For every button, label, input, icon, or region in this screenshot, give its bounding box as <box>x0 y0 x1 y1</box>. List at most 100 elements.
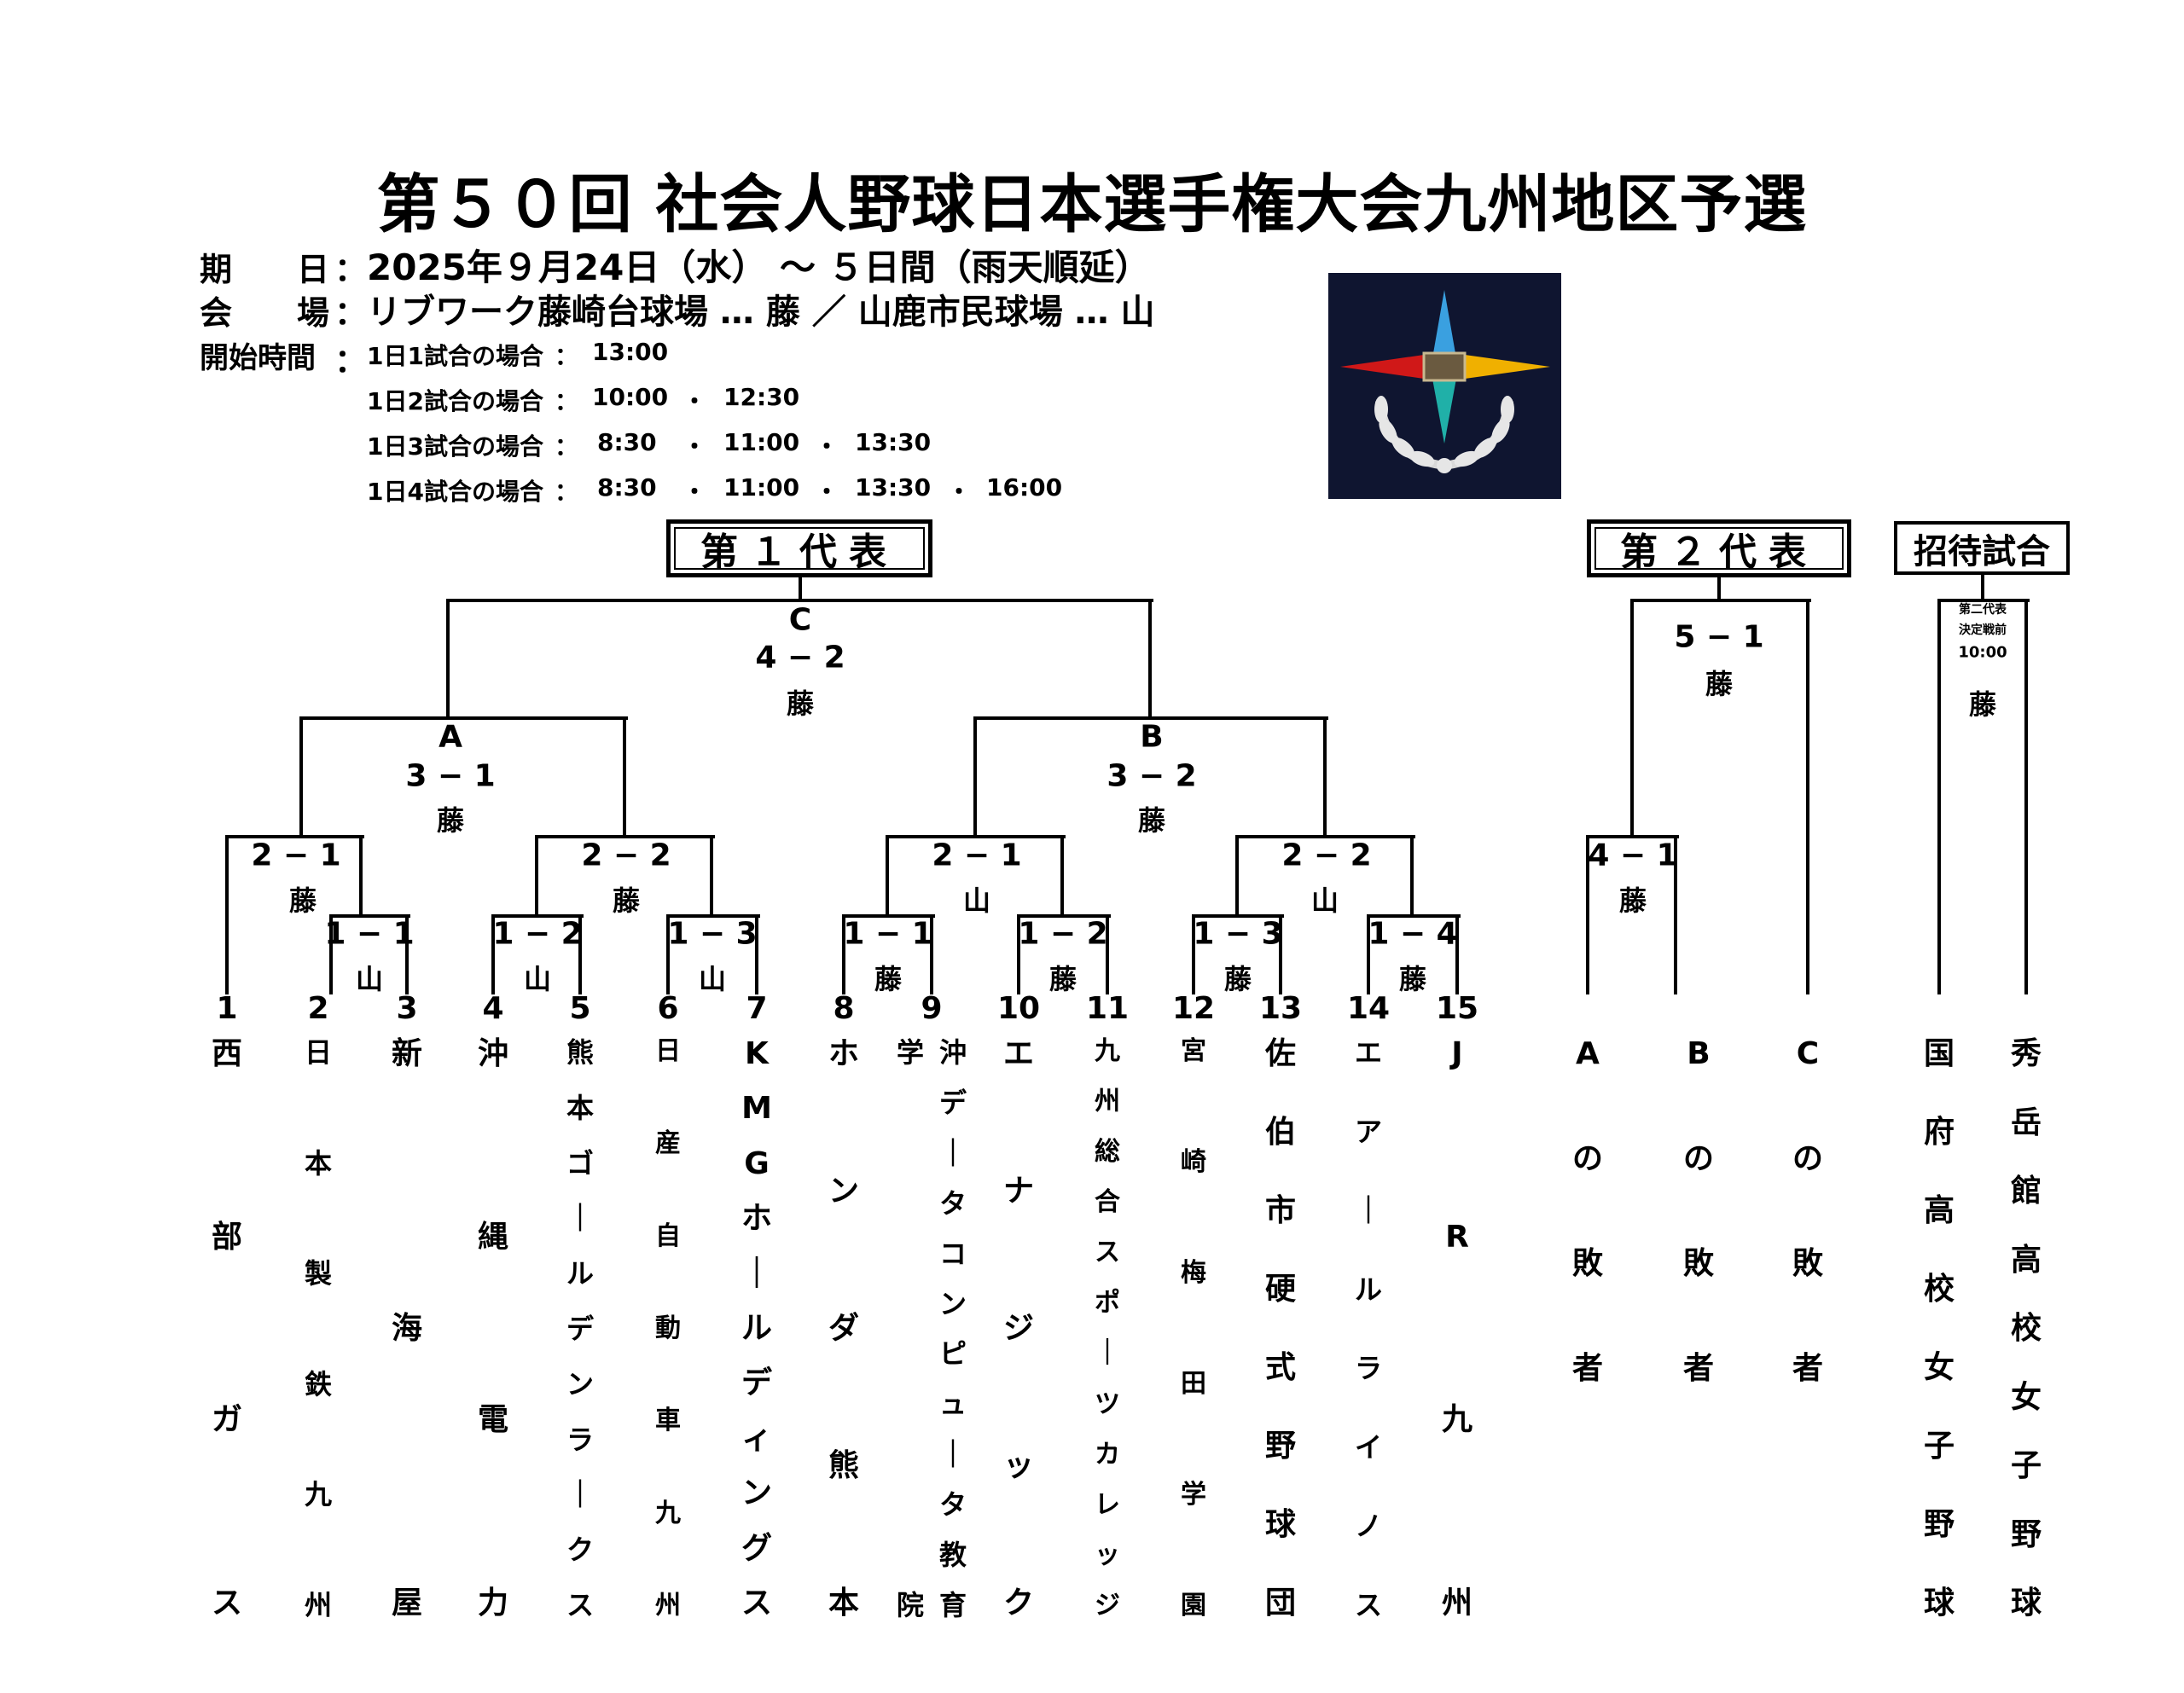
second-representative-header: 第２代表 <box>1587 519 1851 577</box>
team-name: 沖デ｜タコンピュ｜タ教育 <box>938 1036 967 1621</box>
match-venue: 山 <box>1310 884 1339 917</box>
venue-label: 会 場 <box>200 294 330 332</box>
first-representative-label: 第１代表 <box>674 527 925 574</box>
team-name: 沖縄電力 <box>477 1036 509 1621</box>
bracket-line <box>359 835 363 918</box>
bracket-line <box>1106 914 1109 994</box>
date-label: 期 日 <box>200 251 330 288</box>
match-venue: 藤 <box>1223 963 1252 995</box>
schedule-time: 16:00 <box>986 473 1063 502</box>
team-name: 日産自動車九州 <box>655 1036 681 1621</box>
match-venue: 藤 <box>288 884 317 917</box>
match-score: 4 − 2 <box>755 640 845 675</box>
bracket-line <box>491 914 495 994</box>
schedule-time: 8:30 <box>597 473 657 502</box>
bracket-line <box>710 835 713 918</box>
bracket-line <box>329 914 410 918</box>
match-score: 1 − 2 <box>492 916 583 952</box>
team-number: 5 <box>569 991 591 1026</box>
bracket-line <box>535 835 715 838</box>
bracket-line <box>842 914 935 918</box>
colon: ： <box>555 387 579 415</box>
team-number: 4 <box>482 991 504 1026</box>
bracket-line <box>1060 835 1064 918</box>
schedule-time: 12:30 <box>723 383 800 411</box>
bracket-line <box>2024 599 2028 994</box>
colon: ： <box>555 478 579 506</box>
match-venue: 山 <box>962 884 991 917</box>
schedule-time: 13:30 <box>855 473 932 502</box>
team-number: 8 <box>833 991 855 1026</box>
team-name: エア｜ルライノス <box>1354 1036 1383 1621</box>
match-score: 1 − 1 <box>843 916 933 952</box>
team-number: 13 <box>1258 991 1303 1026</box>
bracket-line <box>842 914 845 994</box>
bracket-line <box>299 716 303 838</box>
team-name: エナジック <box>1002 1036 1035 1621</box>
match-venue: 藤 <box>1968 688 1997 721</box>
bracket-line <box>1586 835 1589 994</box>
team-name: 熊本ゴ｜ルデンラ｜クス <box>566 1036 595 1621</box>
bracket-line <box>578 914 582 994</box>
bracket-line <box>1192 914 1195 994</box>
bracket-line <box>1192 914 1284 918</box>
page-title: 第５０回 社会人野球日本選手権大会九州地区予選 <box>376 168 1808 241</box>
match-id: B <box>1140 719 1164 755</box>
bracket-line <box>1937 599 2030 602</box>
invitational-team: 秀岳館高校女子野球 <box>2010 1036 2042 1621</box>
team-number: 15 <box>1435 991 1479 1026</box>
match-score: 1 − 1 <box>324 916 415 952</box>
bracket-line <box>446 599 450 720</box>
bracket-line <box>1367 914 1461 918</box>
team-name: 西部ガス <box>211 1036 243 1621</box>
bracket-line <box>1586 835 1679 838</box>
schedule-time: 13:30 <box>855 428 932 456</box>
match-venue: 藤 <box>1048 963 1077 995</box>
bracket-line <box>886 835 889 918</box>
bracket-line <box>1806 599 1809 994</box>
match-score: 1 − 4 <box>1368 916 1458 952</box>
match-venue: 藤 <box>1618 884 1647 917</box>
team-name: 新海屋 <box>391 1036 423 1621</box>
match-venue: 藤 <box>612 884 641 917</box>
invitational-note: 決定戦前 <box>1959 623 2007 637</box>
bracket-line <box>405 914 409 994</box>
match-score: 1 − 2 <box>1018 916 1108 952</box>
match-score: 2 − 2 <box>581 838 671 873</box>
bracket-line <box>666 914 670 994</box>
schedule-label: 1日2試合の場合 <box>367 387 543 415</box>
bracket-line <box>535 835 538 918</box>
schedule-time: 13:00 <box>592 338 669 366</box>
match-venue: 藤 <box>1705 668 1734 700</box>
team-number: 3 <box>396 991 418 1026</box>
star-laurel-icon <box>1328 273 1561 499</box>
team-number: 11 <box>1085 991 1130 1026</box>
match-score: 1 − 3 <box>667 916 758 952</box>
match-venue: 藤 <box>786 687 815 720</box>
bracket-line <box>225 835 364 838</box>
schedule-time: 11:00 <box>723 473 800 502</box>
match-venue: 藤 <box>874 963 903 995</box>
bracket-line <box>1630 599 1811 602</box>
invitational-team: 国府高校女子野球 <box>1923 1036 1955 1621</box>
invitational-note: 第二代表 <box>1959 603 2007 617</box>
team-name: 日本製鉄九州 <box>304 1036 333 1621</box>
colon: ： <box>334 294 368 332</box>
colon: ： <box>334 251 368 288</box>
second-representative-label: 第２代表 <box>1594 527 1844 574</box>
match-venue: 山 <box>523 963 552 995</box>
team-number: 7 <box>746 991 768 1026</box>
team-number: 14 <box>1346 991 1391 1026</box>
schedule-label: 1日3試合の場合 <box>367 432 543 461</box>
bracket-line <box>930 914 933 994</box>
bracket-line <box>1981 575 1984 602</box>
schedule-time: 10:00 <box>592 383 669 411</box>
bracket-line <box>1017 914 1111 918</box>
bracket-line <box>1410 835 1414 918</box>
colon: ： <box>334 342 368 380</box>
team-name: 佐伯市硬式野球団 <box>1264 1036 1297 1621</box>
